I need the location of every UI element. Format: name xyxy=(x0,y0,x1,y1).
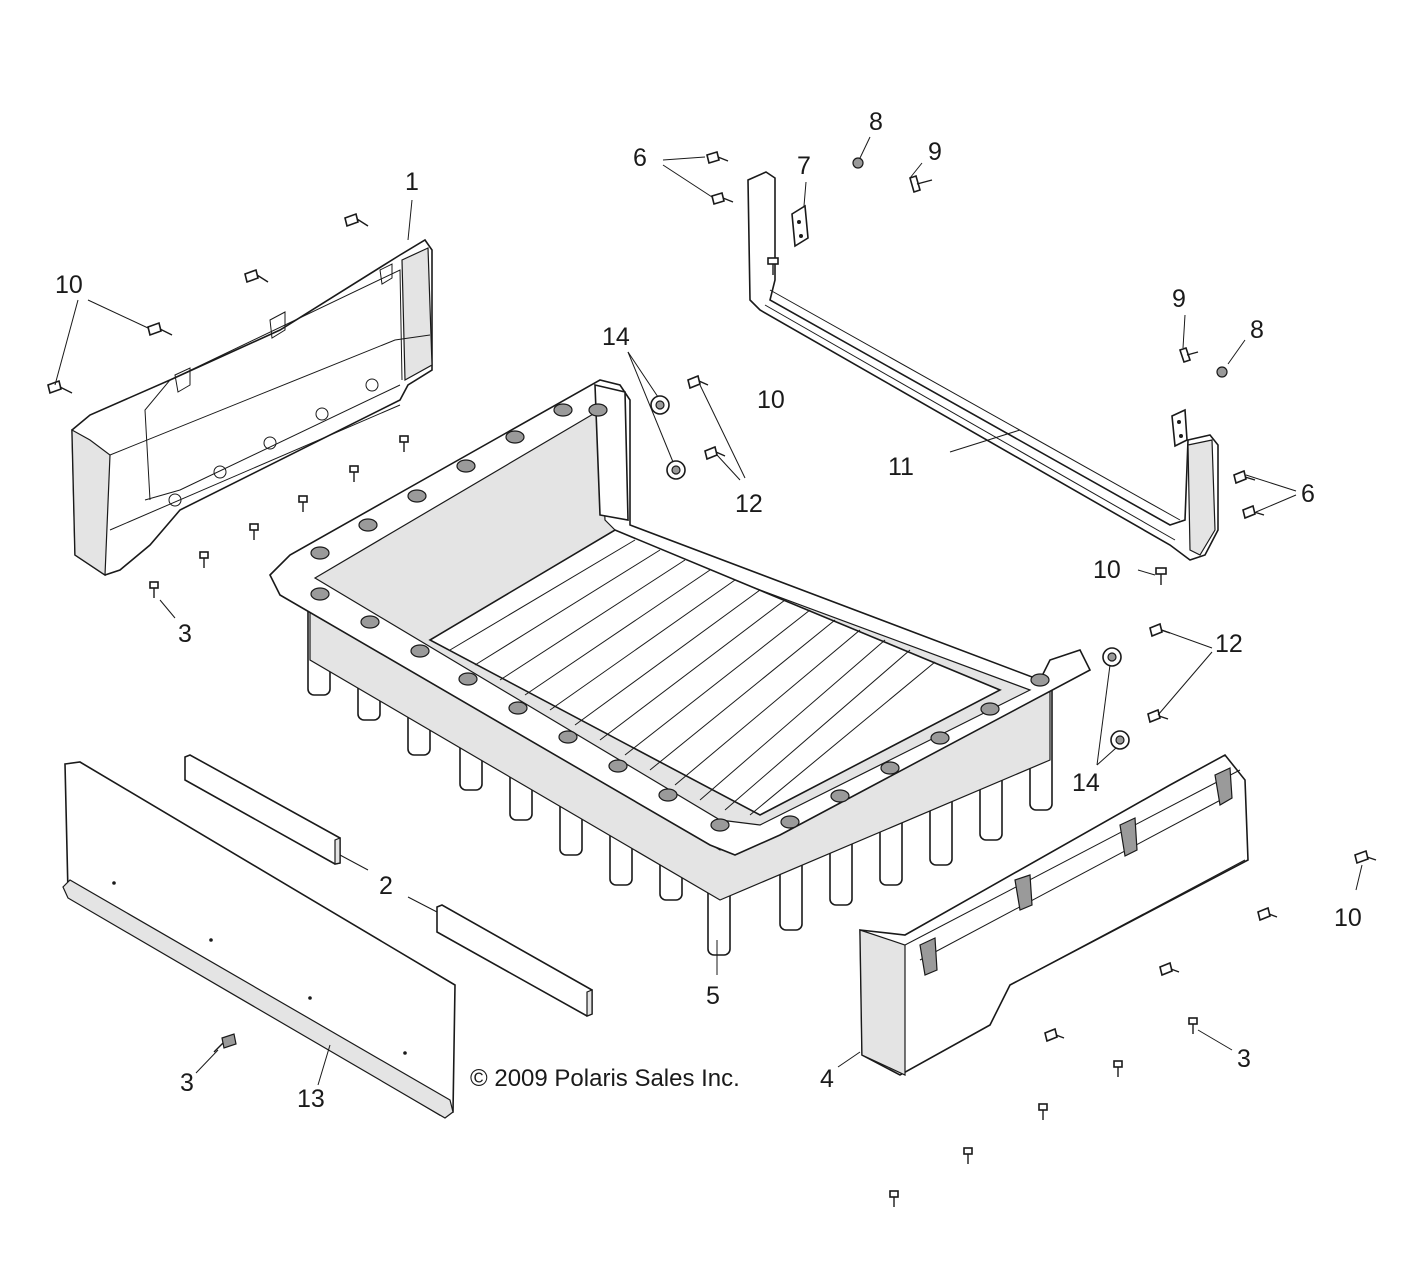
callout-label: 12 xyxy=(735,490,763,518)
callout-label: 14 xyxy=(602,323,630,351)
left-side-panel xyxy=(71,238,433,577)
callout-label: 1 xyxy=(405,168,419,196)
callout-label: 3 xyxy=(180,1069,194,1097)
callout-label: 5 xyxy=(706,982,720,1010)
callout-label: 4 xyxy=(820,1065,834,1093)
rear-bracket xyxy=(747,171,1219,561)
callout-label: 12 xyxy=(1215,630,1243,658)
callout-label: 9 xyxy=(928,138,942,166)
callout-label: 10 xyxy=(757,386,785,414)
callout-label: 2 xyxy=(379,872,393,900)
callout-label: 9 xyxy=(1172,285,1186,313)
right-side-panel xyxy=(859,753,1249,1076)
callout-label: 10 xyxy=(1093,556,1121,584)
washers xyxy=(650,395,1130,750)
foam-strips xyxy=(184,754,593,1017)
cargo-box xyxy=(269,379,1092,956)
callout-label: 6 xyxy=(633,144,647,172)
callout-label: 11 xyxy=(888,453,914,481)
callout-label: 13 xyxy=(297,1085,325,1113)
callout-label: 10 xyxy=(55,271,83,299)
callout-label: 10 xyxy=(1334,904,1362,932)
leader-lines xyxy=(54,136,1363,1086)
callout-label: 7 xyxy=(797,152,811,180)
callout-labels: 1 10 3 6 7 8 9 14 12 10 9 8 11 6 10 12 1… xyxy=(55,108,1362,1113)
callout-label: 8 xyxy=(1250,316,1264,344)
fasteners xyxy=(47,150,1377,1207)
small-bracket xyxy=(791,204,1188,448)
callout-label: 3 xyxy=(1237,1045,1251,1073)
callout-label: 8 xyxy=(869,108,883,136)
tailgate xyxy=(62,761,456,1119)
copyright-notice: © 2009 Polaris Sales Inc. xyxy=(470,1065,740,1092)
callout-label: 14 xyxy=(1072,769,1100,797)
callout-label: 6 xyxy=(1301,480,1315,508)
callout-label: 3 xyxy=(178,620,192,648)
